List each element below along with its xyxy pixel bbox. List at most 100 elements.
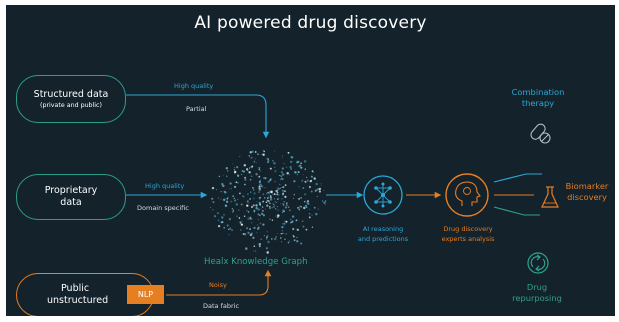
graph-node [254, 158, 256, 160]
graph-node [291, 215, 295, 218]
graph-node [281, 193, 285, 196]
graph-node [226, 197, 229, 200]
graph-node [289, 174, 291, 176]
graph-node [231, 163, 233, 165]
graph-node [267, 240, 270, 244]
graph-node [237, 181, 239, 184]
graph-node [290, 167, 293, 170]
graph-node [251, 150, 254, 153]
graph-node [262, 223, 265, 226]
graph-node [238, 217, 241, 219]
graph-node [215, 189, 218, 191]
graph-node [251, 219, 253, 221]
source-public-line2: unstructured [47, 295, 109, 306]
graph-node [238, 209, 240, 211]
graph-node [244, 178, 247, 181]
source-structured-title: Structured data [33, 88, 109, 100]
ai-reasoning-line1: AI reasoning [362, 225, 404, 233]
outcome-biomarker-discovery: Biomarker discovery [559, 181, 615, 203]
connector-experts-combination [493, 173, 542, 183]
graph-node [310, 175, 313, 178]
graph-node [268, 202, 271, 205]
graph-node [225, 200, 229, 203]
graph-node [292, 227, 295, 231]
outcome-drug-repurposing: Drug repurposing [504, 282, 570, 304]
graph-node [300, 206, 303, 208]
diagram-canvas: AI powered drug discovery [6, 5, 615, 316]
recycle-icon [527, 252, 549, 274]
graph-node [252, 204, 255, 207]
graph-node [260, 238, 263, 241]
graph-node [311, 226, 314, 228]
experts-caption: Drug discovery experts analysis [430, 224, 506, 244]
graph-node [239, 155, 241, 157]
connector-layer [126, 94, 559, 296]
graph-node [231, 208, 233, 210]
graph-node [265, 247, 269, 250]
graph-node [257, 213, 260, 216]
knowledge-graph-label: Healx Knowledge Graph [204, 257, 308, 267]
graph-node [252, 197, 255, 200]
connector-experts-repurposing [493, 206, 540, 216]
graph-node [233, 197, 235, 199]
graph-node [232, 195, 234, 197]
experts-line1: Drug discovery [443, 225, 493, 233]
graph-node [243, 164, 246, 167]
graph-node [271, 219, 274, 221]
graph-node [256, 201, 258, 203]
graph-node [250, 156, 253, 159]
graph-node [258, 185, 261, 188]
graph-node [317, 188, 321, 191]
graph-node [290, 221, 292, 224]
graph-node [277, 233, 279, 235]
graph-node [308, 216, 311, 219]
graph-node [282, 173, 285, 176]
graph-node [263, 176, 266, 180]
graph-node [217, 224, 221, 228]
graph-node [300, 242, 303, 245]
graph-node [246, 199, 249, 203]
graph-node [269, 205, 271, 208]
graph-node [246, 169, 249, 172]
graph-node [287, 206, 290, 208]
graph-node [284, 206, 288, 209]
graph-node [290, 156, 294, 159]
graph-node [259, 170, 261, 172]
graph-node [293, 239, 296, 242]
graph-node [320, 184, 322, 186]
graph-node [234, 170, 236, 172]
graph-node [271, 203, 273, 205]
graph-node [256, 231, 258, 233]
graph-node [309, 180, 312, 183]
graph-node [273, 162, 276, 165]
experts-line2: experts analysis [441, 235, 495, 243]
graph-node [262, 210, 264, 212]
graph-node [293, 180, 296, 183]
edge-public-quality: Noisy [209, 281, 227, 289]
graph-node [253, 226, 256, 230]
graph-node [282, 192, 285, 195]
edge-structured-quality: High quality [174, 82, 214, 90]
graph-node [222, 184, 225, 188]
graph-node [294, 171, 297, 174]
graph-node [259, 222, 262, 225]
source-structured-data: Structured data (private and public) [16, 75, 126, 123]
graph-node [235, 181, 238, 184]
graph-node [262, 214, 265, 217]
graph-node [296, 228, 299, 231]
brain-head-icon [445, 173, 489, 217]
graph-node [262, 193, 265, 196]
graph-node [231, 229, 234, 232]
graph-node [279, 175, 281, 176]
graph-node [274, 200, 277, 203]
graph-node [297, 171, 300, 174]
graph-node [246, 204, 249, 207]
graph-node [258, 191, 260, 193]
graph-node [235, 203, 238, 206]
graph-node [307, 202, 310, 205]
graph-node [230, 188, 232, 189]
edge-proprietary-quality: High quality [145, 182, 185, 190]
graph-node [249, 178, 252, 181]
graph-node [258, 214, 261, 217]
graph-node [245, 247, 248, 250]
